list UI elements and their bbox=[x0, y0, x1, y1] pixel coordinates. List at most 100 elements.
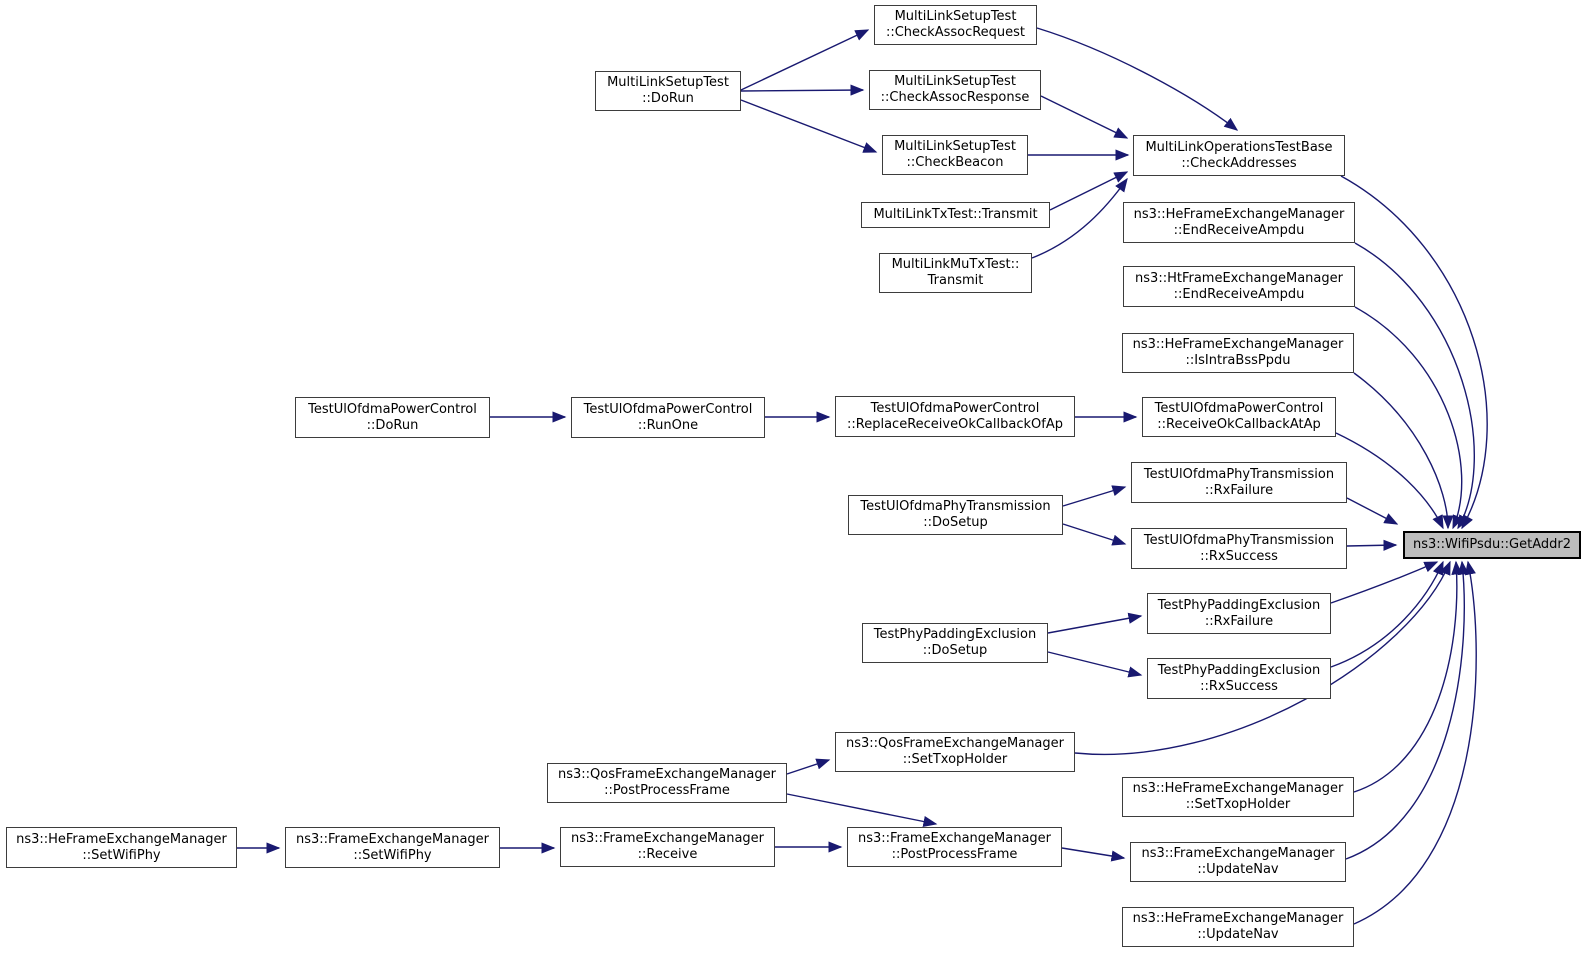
node-label: ns3::HeFrameExchangeManager bbox=[1132, 911, 1344, 926]
edge-phy_dosetup-to-phy_rxsuccess bbox=[1062, 523, 1127, 546]
node-label: MultiLinkOperationsTestBase bbox=[1145, 139, 1333, 155]
node-heframeexchangemanager-updatenav[interactable]: ns3::HeFrameExchangeManager ::UpdateNav bbox=[1122, 907, 1354, 947]
edge-power_receive_cb-to-target bbox=[1335, 432, 1444, 530]
node-frameexchangemanager-setwifiphy[interactable]: ns3::FrameExchangeManager ::SetWifiPhy bbox=[285, 827, 500, 868]
node-label: ::ReplaceReceiveOkCallbackOfAp bbox=[847, 416, 1063, 432]
node-heframeexchangemanager-isintrabssppdu[interactable]: ns3::HeFrameExchangeManager ::IsIntraBss… bbox=[1122, 333, 1354, 373]
node-multilinktxtest-transmit[interactable]: MultiLinkTxTest::Transmit bbox=[861, 202, 1050, 228]
node-testulofdmapowercontrol-runone[interactable]: TestUlOfdmaPowerControl ::RunOne bbox=[571, 397, 765, 438]
node-label: TestUlOfdmaPhyTransmission bbox=[1143, 466, 1335, 482]
edge-setup_dorun-to-check_assoc_response bbox=[740, 84, 865, 96]
node-label: ::PostProcessFrame bbox=[604, 783, 730, 798]
node-testulofdmaphytransmission-rxfailure[interactable]: TestUlOfdmaPhyTransmission ::RxFailure bbox=[1131, 462, 1347, 503]
node-label: ::PostProcessFrame bbox=[891, 847, 1018, 862]
node-label: ::SetTxopHolder bbox=[902, 752, 1008, 767]
node-label: MultiLinkSetupTest bbox=[894, 9, 1017, 24]
edge-check_assoc_request-to-check_addresses bbox=[1036, 27, 1239, 131]
node-testulofdmaphytransmission-dosetup[interactable]: TestUlOfdmaPhyTransmission ::DoSetup bbox=[848, 495, 1063, 535]
node-multilinksetuptest-checkbeacon[interactable]: MultiLinkSetupTest ::CheckBeacon bbox=[882, 135, 1028, 175]
node-label: ::Receive bbox=[637, 847, 698, 862]
node-testphypaddingexclusion-rxfailure[interactable]: TestPhyPaddingExclusion ::RxFailure bbox=[1147, 593, 1331, 634]
node-label: MultiLinkSetupTest bbox=[894, 139, 1016, 154]
edge-is_intra_bss_ppdu-to-target bbox=[1353, 372, 1454, 530]
node-multilinksetuptest-checkassocresponse[interactable]: MultiLinkSetupTest ::CheckAssocResponse bbox=[869, 70, 1041, 110]
node-label: TestPhyPaddingExclusion bbox=[873, 627, 1037, 642]
node-label: TestUlOfdmaPowerControl bbox=[583, 401, 753, 417]
node-label: ::IsIntraBssPpdu bbox=[1185, 353, 1291, 368]
edge-ht_end_receive_ampdu-to-target bbox=[1354, 306, 1464, 530]
node-label: ::RxFailure bbox=[1204, 613, 1274, 629]
edge-setup_dorun-to-check_beacon bbox=[740, 99, 878, 153]
node-multilinkmutxtest-transmit[interactable]: MultiLinkMuTxTest:: Transmit bbox=[879, 253, 1032, 293]
node-frameexchangemanager-postprocessframe[interactable]: ns3::FrameExchangeManager ::PostProcessF… bbox=[847, 827, 1062, 867]
node-testulofdmapowercontrol-dorun[interactable]: TestUlOfdmaPowerControl ::DoRun bbox=[295, 397, 490, 438]
node-label: TestUlOfdmaPhyTransmission bbox=[860, 499, 1051, 514]
edge-phy_rxfailure-to-target bbox=[1346, 497, 1399, 525]
node-frameexchangemanager-receive[interactable]: ns3::FrameExchangeManager ::Receive bbox=[560, 827, 775, 867]
node-multilinksetuptest-dorun[interactable]: MultiLinkSetupTest ::DoRun bbox=[595, 71, 741, 111]
node-label: ns3::FrameExchangeManager bbox=[1141, 846, 1335, 861]
node-label: ns3::HeFrameExchangeManager bbox=[1132, 781, 1344, 796]
node-htframeexchangemanager-endreceiveampdu[interactable]: ns3::HtFrameExchangeManager ::EndReceive… bbox=[1123, 266, 1355, 307]
node-label: ::SetTxopHolder bbox=[1185, 797, 1291, 812]
node-label: ns3::QosFrameExchangeManager bbox=[845, 736, 1064, 751]
node-label: ::UpdateNav bbox=[1197, 862, 1279, 877]
node-label: ns3::FrameExchangeManager bbox=[857, 831, 1052, 846]
node-label: ::SetWifiPhy bbox=[82, 847, 161, 863]
edge-he_set_txop-to-target bbox=[1353, 560, 1463, 793]
node-label: ns3::HeFrameExchangeManager bbox=[16, 831, 227, 847]
node-label: ::RunOne bbox=[637, 417, 699, 433]
node-qosframeexchangemanager-settxopholder[interactable]: ns3::QosFrameExchangeManager ::SetTxopHo… bbox=[835, 732, 1075, 772]
edge-pad_dosetup-to-pad_rxfailure bbox=[1047, 612, 1143, 634]
node-label: ns3::HeFrameExchangeManager bbox=[1133, 206, 1345, 222]
edge-fem_update_nav-to-target bbox=[1345, 560, 1469, 860]
node-label: ::EndReceiveAmpdu bbox=[1173, 286, 1305, 302]
edge-he_end_receive_ampdu-to-target bbox=[1354, 242, 1475, 530]
node-label: ::RxFailure bbox=[1204, 482, 1274, 498]
node-label: ns3::FrameExchangeManager bbox=[295, 831, 490, 847]
edge-check_addresses-to-target bbox=[1340, 175, 1488, 530]
node-testphypaddingexclusion-dosetup[interactable]: TestPhyPaddingExclusion ::DoSetup bbox=[862, 623, 1048, 663]
node-label: TestUlOfdmaPowerControl bbox=[870, 400, 1040, 416]
node-heframeexchangemanager-endreceiveampdu[interactable]: ns3::HeFrameExchangeManager ::EndReceive… bbox=[1123, 202, 1355, 243]
node-qosframeexchangemanager-postprocessframe[interactable]: ns3::QosFrameExchangeManager ::PostProce… bbox=[547, 763, 787, 803]
node-label: ns3::WifiPsdu::GetAddr2 bbox=[1413, 537, 1571, 552]
node-label: ::RxSuccess bbox=[1200, 548, 1278, 564]
node-heframeexchangemanager-settxopholder[interactable]: ns3::HeFrameExchangeManager ::SetTxopHol… bbox=[1122, 777, 1354, 817]
edge-pad_dosetup-to-pad_rxsuccess bbox=[1047, 651, 1143, 678]
node-label: MultiLinkSetupTest bbox=[894, 74, 1016, 89]
node-label: MultiLinkMuTxTest:: bbox=[891, 257, 1020, 272]
node-label: ::EndReceiveAmpdu bbox=[1173, 222, 1305, 238]
node-label: ns3::HeFrameExchangeManager bbox=[1132, 337, 1344, 352]
edge-tx_transmit-to-check_addresses bbox=[1049, 171, 1129, 211]
edge-qos_post_process-to-fem_post_process bbox=[786, 793, 938, 828]
node-heframeexchangemanager-setwifiphy[interactable]: ns3::HeFrameExchangeManager ::SetWifiPhy bbox=[6, 827, 237, 868]
node-label: ::DoSetup bbox=[923, 515, 988, 530]
node-wifipsdu-getaddr2-target: ns3::WifiPsdu::GetAddr2 bbox=[1403, 531, 1581, 559]
node-label: ::CheckAddresses bbox=[1181, 155, 1297, 171]
edge-he_update_nav-to-target bbox=[1353, 560, 1477, 925]
node-label: ::DoRun bbox=[642, 91, 694, 106]
node-testulofdmapowercontrol-replacereceiveokcallbackofap[interactable]: TestUlOfdmaPowerControl ::ReplaceReceive… bbox=[835, 396, 1075, 437]
edge-qos_post_process-to-qos_set_txop bbox=[786, 758, 831, 775]
node-label: ns3::QosFrameExchangeManager bbox=[557, 767, 776, 782]
node-label: ::DoRun bbox=[366, 417, 419, 433]
node-multilinksetuptest-checkassocrequest[interactable]: MultiLinkSetupTest ::CheckAssocRequest bbox=[874, 5, 1037, 45]
edge-pad_rxsuccess-to-target bbox=[1330, 560, 1444, 668]
node-label: ns3::FrameExchangeManager bbox=[570, 831, 765, 846]
node-testulofdmapowercontrol-receiveokcallbackatap[interactable]: TestUlOfdmaPowerControl ::ReceiveOkCallb… bbox=[1142, 397, 1336, 437]
node-multilinkoperationstestbase-checkaddresses[interactable]: MultiLinkOperationsTestBase ::CheckAddre… bbox=[1133, 135, 1345, 176]
node-frameexchangemanager-updatenav[interactable]: ns3::FrameExchangeManager ::UpdateNav bbox=[1130, 842, 1346, 882]
node-label: ::CheckAssocResponse bbox=[880, 90, 1030, 105]
edge-check_assoc_response-to-check_addresses bbox=[1040, 95, 1129, 139]
node-label: Transmit bbox=[927, 273, 984, 288]
node-label: ::CheckAssocRequest bbox=[885, 25, 1026, 40]
node-label: TestUlOfdmaPowerControl bbox=[308, 401, 477, 417]
node-testphypaddingexclusion-rxsuccess[interactable]: TestPhyPaddingExclusion ::RxSuccess bbox=[1147, 658, 1331, 699]
node-testulofdmaphytransmission-rxsuccess[interactable]: TestUlOfdmaPhyTransmission ::RxSuccess bbox=[1131, 528, 1347, 569]
node-label: MultiLinkSetupTest bbox=[607, 75, 729, 90]
node-label: TestPhyPaddingExclusion bbox=[1157, 662, 1321, 678]
node-label: ::CheckBeacon bbox=[906, 155, 1004, 170]
node-label: TestUlOfdmaPowerControl bbox=[1154, 401, 1324, 416]
